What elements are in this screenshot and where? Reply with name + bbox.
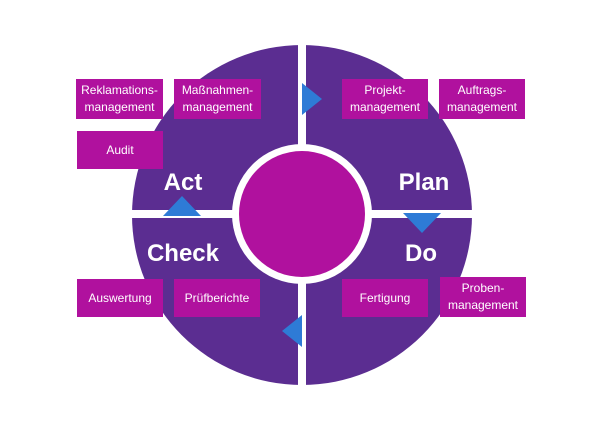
box-auftragsmanagement: Auftrags- management — [439, 79, 525, 119]
box-fertigung: Fertigung — [342, 279, 428, 317]
quadrant-label-check: Check — [147, 240, 220, 267]
quadrant-label-act: Act — [164, 169, 203, 196]
box-reklamationsmanagement: Reklamations- management — [76, 79, 163, 119]
box-pruefberichte: Prüfberichte — [174, 279, 260, 317]
arrow-right-icon — [302, 83, 322, 115]
quadrant-label-do: Do — [405, 240, 437, 267]
box-massnahmenmanagement: Maßnahmen- management — [174, 79, 261, 119]
box-audit: Audit — [77, 131, 163, 169]
box-auswertung: Auswertung — [77, 279, 163, 317]
box-probenmanagement: Proben- management — [440, 277, 526, 317]
quadrant-label-plan: Plan — [399, 169, 450, 196]
arrow-left-icon — [282, 315, 302, 347]
center-circle — [239, 151, 365, 277]
arrow-down-icon — [403, 213, 441, 233]
box-projektmanagement: Projekt- management — [342, 79, 428, 119]
arrow-up-icon — [163, 196, 201, 216]
